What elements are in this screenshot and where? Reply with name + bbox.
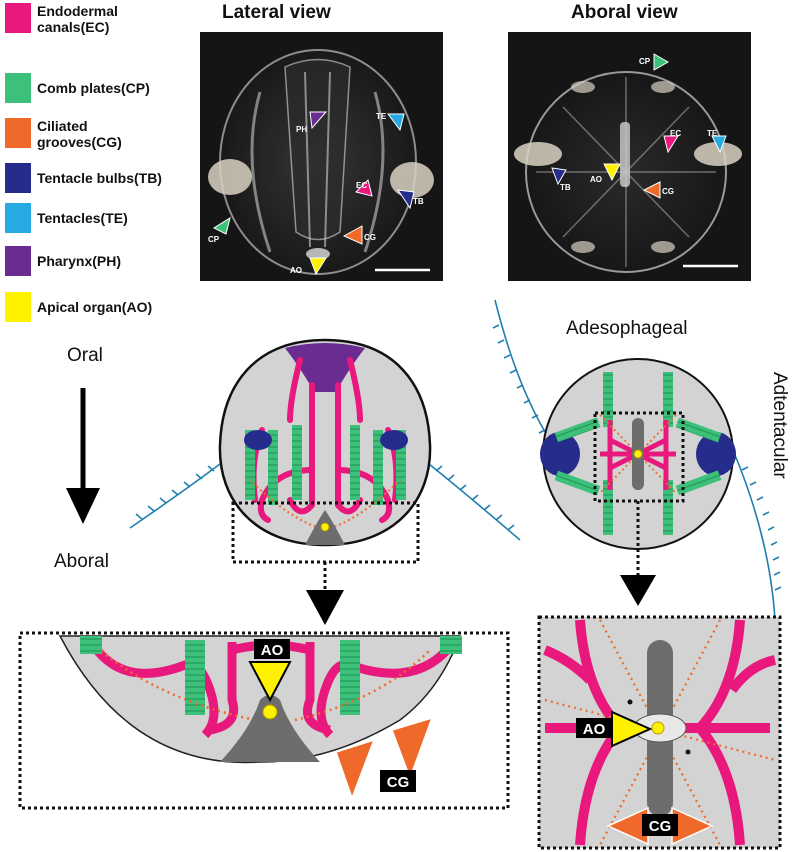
aboral-label-cg: CG [662, 187, 674, 196]
legend-swatch-ec [5, 3, 31, 33]
lateral-photo-graphic: PH TE EC TB CP CG AO [200, 32, 443, 281]
legend-label-cg-line1: Ciliated [37, 118, 88, 134]
aboral-ciliated-grooves [599, 414, 677, 494]
legend-swatch-ao [5, 292, 31, 322]
lateral-view-title: Lateral view [222, 2, 331, 23]
legend-label-cp: Comb plates(CP) [37, 80, 150, 96]
aboral-label-cp: CP [639, 57, 651, 66]
zoom-cg-label-left: CG [387, 774, 410, 791]
aboral-label-ao: AO [590, 175, 602, 184]
legend-item-ph: Pharynx(PH) [5, 246, 121, 276]
aboral-comb-rows [554, 372, 722, 535]
zoom-left-comb-rows [80, 636, 462, 715]
legend-item-ao: Apical organ(AO) [5, 292, 152, 322]
aboral-schematic [492, 299, 782, 621]
zoom-ao-label: AO [261, 642, 284, 659]
lateral-comb-rows [245, 425, 406, 505]
legend-label-ph: Pharynx(PH) [37, 253, 122, 269]
legend-swatch-cp [5, 73, 31, 103]
legend-swatch-cg [5, 118, 31, 148]
aboral-zoom-box [593, 411, 685, 503]
legend-swatch-ph [5, 246, 31, 276]
lateral-pharynx [285, 343, 365, 392]
aboral-zoom-panel: AO CG [537, 615, 782, 850]
zoom-cg-label-right: CG [649, 818, 672, 835]
legend-label-tb: Tentacle bulbs(TB) [37, 170, 162, 186]
aboral-view-photo: CP EC TE TB AO CG [508, 32, 751, 281]
lateral-label-ec: EC [356, 181, 367, 190]
legend-item-te: Tentacles(TE) [5, 203, 128, 233]
aboral-label-tb: TB [560, 183, 571, 192]
legend-label-te: Tentacles(TE) [37, 210, 128, 226]
legend-swatch-tb [5, 163, 31, 193]
aboral-label: Aboral [54, 551, 109, 572]
legend-label-cg-line2: grooves(CG) [37, 134, 122, 150]
aboral-apical-organ [633, 449, 643, 459]
legend-label-ao: Apical organ(AO) [37, 299, 153, 315]
aboral-right-tentacle [734, 454, 782, 621]
aboral-label-ec: EC [670, 129, 681, 138]
adesophageal-label: Adesophageal [566, 318, 688, 339]
lateral-label-cp: CP [208, 235, 220, 244]
aboral-tentacle-bulb-right [696, 432, 736, 476]
legend-label-ec-line1: Endodermal [37, 3, 118, 19]
lateral-label-tb: TB [413, 197, 424, 206]
zoom-left-ciliated-grooves [99, 649, 431, 722]
lateral-schematic [129, 338, 521, 625]
lateral-ciliated-grooves [249, 479, 401, 531]
lateral-apical-organ [320, 522, 330, 532]
aboral-view-title: Aboral view [571, 2, 678, 23]
oral-label: Oral [67, 345, 103, 366]
lateral-label-te: TE [376, 112, 387, 121]
legend-label-ec-line2: canals(EC) [37, 19, 110, 35]
lateral-tentacle-bulb-right [380, 430, 408, 450]
aboral-photo-graphic: CP EC TE TB AO CG [508, 32, 751, 281]
legend-item-tb: Tentacle bulbs(TB) [5, 163, 162, 193]
lateral-label-ph: PH [296, 125, 307, 134]
legend-swatch-te [5, 203, 31, 233]
legend-item-cp: Comb plates(CP) [5, 73, 150, 103]
aboral-label-te: TE [707, 129, 718, 138]
oral-aboral-arrow [66, 388, 100, 524]
lateral-zoom-panel: AO CG [18, 631, 510, 810]
lateral-tentacle-bulb-left [244, 430, 272, 450]
zoom-right-ao-label: AO [583, 721, 606, 738]
lateral-label-ao: AO [290, 266, 302, 275]
aboral-tentacle-bulb-left [540, 432, 580, 476]
lateral-label-cg: CG [364, 233, 376, 242]
lateral-view-photo: PH TE EC TB CP CG AO [200, 32, 443, 281]
